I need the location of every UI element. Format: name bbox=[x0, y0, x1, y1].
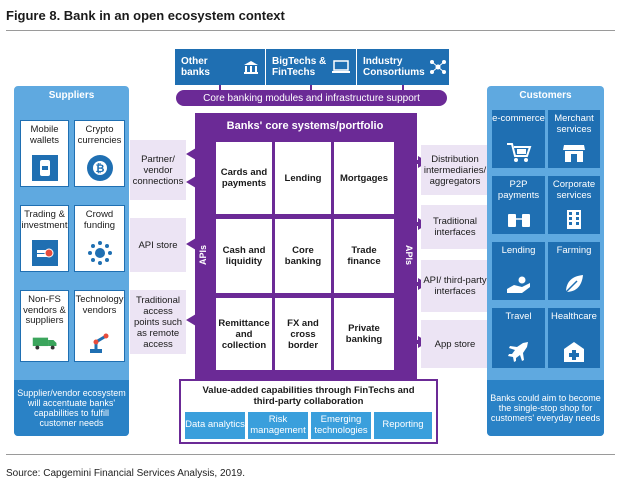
customer-tile: Lending bbox=[492, 242, 545, 300]
airplane-icon bbox=[507, 339, 531, 363]
tile-label: Merchant services bbox=[554, 113, 594, 135]
top-box-bigtechs: BigTechs & FinTechs bbox=[266, 49, 356, 85]
suppliers-title: Suppliers bbox=[48, 90, 95, 101]
left-link-traditional: Traditional access points such as remote… bbox=[130, 290, 186, 354]
connector bbox=[310, 85, 312, 91]
capability-chip: Emerging technologies bbox=[311, 412, 371, 439]
core-cell: Trade finance bbox=[334, 219, 394, 293]
tile-label: Farming bbox=[556, 245, 592, 256]
top-box-label: Other banks bbox=[181, 56, 210, 78]
core-cell: Remittance and collection bbox=[216, 298, 272, 370]
health-cross-icon bbox=[562, 341, 586, 363]
store-icon bbox=[562, 143, 586, 163]
top-box-label: Industry Consortiums bbox=[363, 56, 425, 78]
network-icon bbox=[429, 58, 447, 76]
tile-label: P2P payments bbox=[497, 179, 540, 201]
infra-bar: Core banking modules and infrastructure … bbox=[176, 90, 447, 106]
svg-text:₿: ₿ bbox=[95, 162, 104, 175]
apis-right-label: APIs bbox=[404, 244, 414, 265]
truck-icon bbox=[32, 330, 58, 356]
customer-tile: Farming bbox=[548, 242, 600, 300]
coins-icon bbox=[31, 240, 58, 266]
title-rule bbox=[6, 30, 615, 31]
left-link-partner: Partner/ vendor connections bbox=[130, 140, 186, 200]
tile-label: Non-FS vendors & suppliers bbox=[23, 294, 66, 326]
core-cell: Cards and payments bbox=[216, 142, 272, 214]
tile-label: Lending bbox=[501, 245, 536, 256]
tile-label: Crypto currencies bbox=[77, 124, 122, 146]
capability-chip: Data analytics bbox=[185, 412, 245, 439]
tile-label: Travel bbox=[505, 311, 532, 322]
core-title: Banks' core systems/portfolio bbox=[226, 120, 384, 132]
customers-footer: Banks could aim to become the single-sto… bbox=[487, 380, 604, 436]
crowd-icon bbox=[87, 240, 113, 266]
top-box-label: BigTechs & FinTechs bbox=[272, 56, 327, 78]
supplier-tile: Crowd funding bbox=[74, 205, 125, 272]
customer-tile: Merchant services bbox=[548, 110, 600, 168]
tile-label: Corporate services bbox=[552, 179, 596, 201]
hand-coin-icon bbox=[506, 275, 532, 295]
robot-arm-icon bbox=[87, 330, 113, 356]
mobile-wallet-icon bbox=[31, 155, 58, 181]
supplier-tile: Trading & investment bbox=[20, 205, 69, 272]
right-link-traditional: Traditional interfaces bbox=[421, 205, 489, 249]
customer-tile: Healthcare bbox=[548, 308, 600, 368]
connector bbox=[402, 85, 404, 91]
tile-label: Crowd funding bbox=[83, 209, 116, 231]
right-link-distribution: Distribution intermediaries/ aggregators bbox=[421, 145, 489, 195]
top-box-consortiums: Industry Consortiums bbox=[357, 49, 449, 85]
supplier-tile: Technology vendors bbox=[74, 290, 125, 362]
value-added-title: Value-added capabilities through FinTech… bbox=[202, 385, 415, 407]
core-cell: Mortgages bbox=[334, 142, 394, 214]
connector bbox=[219, 85, 221, 91]
core-cell: FX and cross border bbox=[275, 298, 331, 370]
tile-label: Mobile wallets bbox=[29, 124, 60, 146]
source-rule bbox=[6, 454, 615, 455]
tile-label: Healthcare bbox=[551, 311, 597, 322]
customer-tile: P2P payments bbox=[492, 176, 545, 234]
core-cell: Cash and liquidity bbox=[216, 219, 272, 293]
figure-title: Figure 8. Bank in an open ecosystem cont… bbox=[6, 8, 285, 23]
top-box-other-banks: Other banks bbox=[175, 49, 265, 85]
customer-tile: Travel bbox=[492, 308, 545, 368]
customers-title: Customers bbox=[519, 90, 572, 101]
devices-icon bbox=[332, 59, 350, 75]
cart-icon bbox=[506, 141, 532, 163]
tile-label: e-commerce bbox=[492, 113, 545, 124]
tile-label: Trading & investment bbox=[21, 209, 68, 231]
supplier-tile: Mobile wallets bbox=[20, 120, 69, 187]
customer-tile: Corporate services bbox=[548, 176, 600, 234]
capability-chip: Risk management bbox=[248, 412, 308, 439]
bitcoin-icon: ₿ bbox=[86, 155, 113, 181]
source-note: Source: Capgemini Financial Services Ana… bbox=[6, 468, 246, 479]
core-cell: Private banking bbox=[334, 298, 394, 370]
bank-icon bbox=[243, 59, 259, 75]
customer-tile: e-commerce bbox=[492, 110, 545, 168]
capability-chip: Reporting bbox=[374, 412, 432, 439]
core-cell: Core banking bbox=[275, 219, 331, 293]
supplier-tile: Crypto currencies ₿ bbox=[74, 120, 125, 187]
building-icon bbox=[565, 209, 583, 229]
right-link-api: API/ third-party interfaces bbox=[421, 260, 489, 312]
leaf-icon bbox=[563, 273, 585, 295]
supplier-tile: Non-FS vendors & suppliers bbox=[20, 290, 69, 362]
p2p-icon bbox=[507, 211, 531, 229]
right-link-app-store: App store bbox=[421, 320, 489, 368]
apis-left-label: APIs bbox=[198, 245, 208, 266]
core-cell: Lending bbox=[275, 142, 331, 214]
tile-label: Technology vendors bbox=[75, 294, 124, 316]
left-link-api-store: API store bbox=[130, 218, 186, 272]
suppliers-footer: Supplier/vendor ecosystem will accentuat… bbox=[14, 380, 129, 436]
